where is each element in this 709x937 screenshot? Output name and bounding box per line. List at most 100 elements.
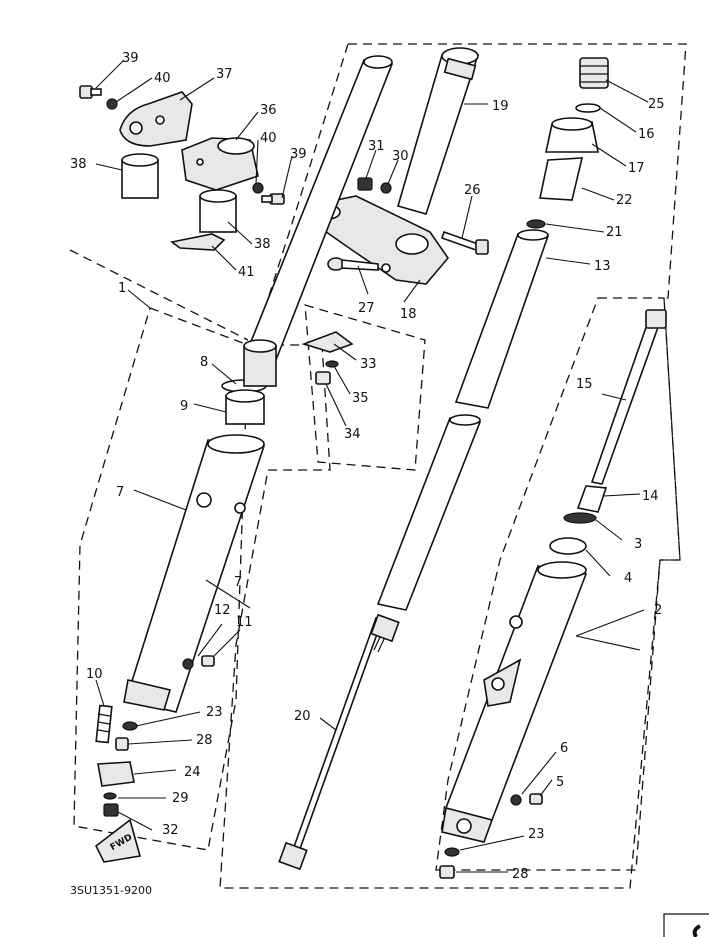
callout-20: 20 [294,709,311,724]
callout-23-left: 23 [206,705,223,720]
corner-glyph [692,924,701,937]
bolt-39-top [79,85,102,99]
bolt-28-left [115,737,129,751]
washer-40-top [106,98,118,110]
callout-27: 27 [358,301,375,316]
callout-15: 15 [576,377,593,392]
boundary-inner-block [304,304,426,471]
boundary-right-leg [435,297,681,871]
callout-17: 17 [628,161,645,176]
nut-32 [103,803,119,817]
callout-40-right: 40 [260,131,277,146]
callout-32: 32 [162,823,179,838]
spacer-left [243,339,277,387]
washer-35 [325,360,339,368]
axle-holder-24 [97,761,135,787]
callout-16: 16 [638,127,655,142]
drawing-code: 3SU1351-9200 [70,884,152,897]
callout-9: 9 [180,399,188,414]
boundary-bracket-group [69,249,249,341]
callout-7-upper: 7 [116,485,124,500]
clamp-33 [301,331,354,353]
bolt-26 [440,230,489,255]
bracket-37 [119,91,193,147]
handlebar-19 [397,47,480,215]
callout-2: 2 [654,603,662,618]
taper-spindle-14 [576,485,608,513]
drain-bolt-11 [201,655,215,667]
callout-6: 6 [560,741,568,756]
callout-28-right: 28 [512,867,529,882]
nut-31 [357,177,373,191]
callout-26: 26 [464,183,481,198]
callout-13: 13 [594,259,611,274]
callout-22: 22 [616,193,633,208]
collar-38-right [199,189,237,233]
fwd-tag: FWD [94,818,142,863]
outer-tube-7 [123,434,266,713]
cover-17 [545,117,599,153]
callout-38-left: 38 [70,157,87,172]
bolt-27 [327,257,391,273]
oil-seal-9 [225,389,265,425]
callout-4: 4 [624,571,632,586]
bolt-39-right [261,193,285,205]
callout-12: 12 [214,603,231,618]
screw-34 [315,371,331,385]
washer-21 [526,219,546,229]
boundary-left-leg [73,307,249,851]
callout-38-right: 38 [254,237,271,252]
gasket-6 [510,794,522,806]
oil-seal-4 [549,537,587,555]
callout-14: 14 [642,489,659,504]
callout-10: 10 [86,667,103,682]
stud-10 [95,704,113,744]
callout-41: 41 [238,265,255,280]
callout-34: 34 [344,427,361,442]
callout-39-right: 39 [290,147,307,162]
washer-23-right [444,847,460,857]
collar-38-left [121,153,159,199]
damper-rod-15 [590,309,667,485]
drain-bolt-5 [529,793,543,805]
leader-lines [95,59,649,873]
washer-30 [380,182,392,194]
callout-3: 3 [634,537,642,552]
callout-30: 30 [392,149,409,164]
callout-33: 33 [360,357,377,372]
spring-20 [278,613,400,871]
oring-16 [575,103,601,113]
gasket-12 [182,658,194,670]
under-bracket-18 [307,195,450,285]
callout-39-top: 39 [122,51,139,66]
callout-25: 25 [648,97,665,112]
callout-labels: 39 40 37 36 40 39 38 38 41 31 30 19 25 1… [70,51,665,882]
callout-21: 21 [606,225,623,240]
callout-5: 5 [556,775,564,790]
callout-37: 37 [216,67,233,82]
callout-24: 24 [184,765,201,780]
callout-29: 29 [172,791,189,806]
cap-bolt-25 [579,57,609,89]
callout-35: 35 [352,391,369,406]
callout-28-left: 28 [196,733,213,748]
callout-11: 11 [236,615,253,630]
callout-31: 31 [368,139,385,154]
washer-23-left [122,721,138,731]
callout-19: 19 [492,99,509,114]
corner-mark [663,913,709,937]
callout-40-top: 40 [154,71,171,86]
inner-tube-lower [376,414,482,611]
bracket-36 [181,137,259,191]
washer-29 [103,792,117,800]
seal-3 [563,512,597,524]
callout-36: 36 [260,103,277,118]
clamp-41 [170,233,226,251]
bolt-28-right [439,865,455,879]
callout-8: 8 [200,355,208,370]
spacer-22 [539,157,584,201]
inner-tube-13 [454,229,550,409]
callout-1: 1 [118,281,126,296]
callout-18: 18 [400,307,417,322]
